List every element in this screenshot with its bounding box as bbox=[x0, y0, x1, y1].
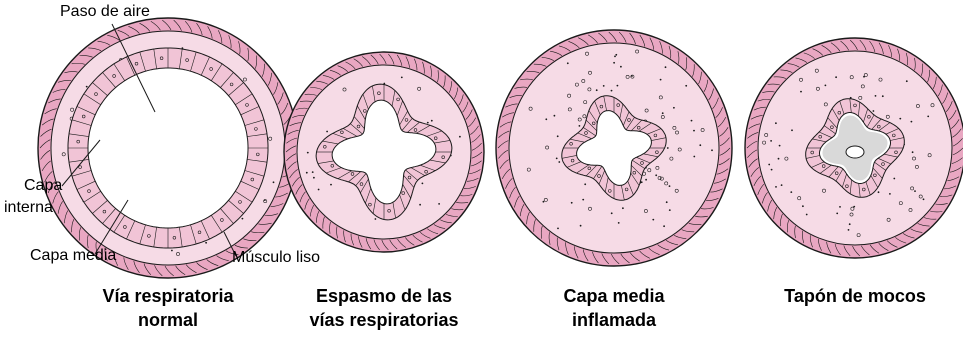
caption-spasm-line2: vías respiratorias bbox=[309, 308, 458, 332]
caption-normal-line1: Vía respiratoria bbox=[102, 284, 233, 308]
caption-inflamed: Capa media inflamada bbox=[563, 284, 664, 332]
airway-normal bbox=[38, 18, 298, 278]
label-airway: Paso de aire bbox=[60, 2, 150, 22]
caption-inflamed-line1: Capa media bbox=[563, 284, 664, 308]
caption-mucus-plug-line1: Tapón de mocos bbox=[784, 284, 926, 308]
airway-mucus-plug bbox=[745, 38, 963, 258]
caption-mucus-plug: Tapón de mocos bbox=[784, 284, 926, 308]
label-smooth-muscle: Músculo liso bbox=[232, 248, 320, 268]
airway-mucus-plug-residual-lumen bbox=[846, 146, 864, 158]
caption-spasm-line1: Espasmo de las bbox=[309, 284, 458, 308]
caption-normal: Vía respiratoria normal bbox=[102, 284, 233, 332]
label-inner-layer-2: interna bbox=[4, 198, 53, 218]
label-middle-layer: Capa media bbox=[30, 246, 116, 266]
caption-normal-line2: normal bbox=[102, 308, 233, 332]
airway-normal-lumen bbox=[88, 68, 248, 228]
airway-inflamed bbox=[496, 30, 732, 266]
label-inner-layer-1: Capa bbox=[24, 176, 62, 196]
caption-spasm: Espasmo de las vías respiratorias bbox=[309, 284, 458, 332]
airway-spasm bbox=[284, 52, 484, 252]
caption-inflamed-line2: inflamada bbox=[563, 308, 664, 332]
